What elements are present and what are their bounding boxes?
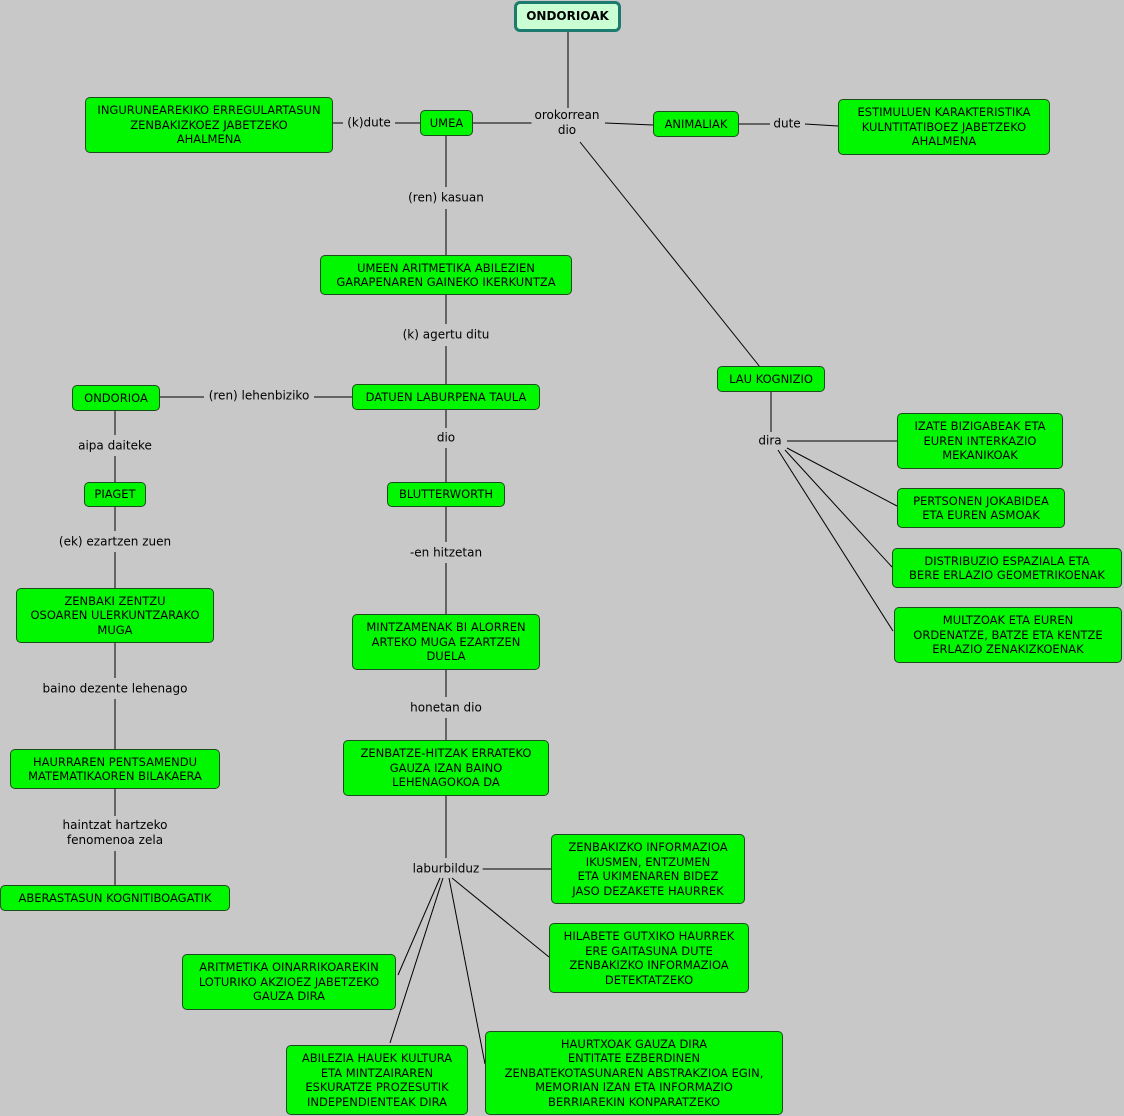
line-labur-haurtxoak: [448, 877, 486, 1065]
link-label-aipa-daiteke: aipa daiteke: [75, 438, 155, 454]
link-label-haintzat-hartzeko: haintzat hartzeko fenomenoa zela: [59, 818, 171, 848]
line-dira-multzoak: [777, 449, 894, 632]
node-distribuzio[interactable]: DISTRIBUZIO ESPAZIALA ETA BERE ERLAZIO G…: [892, 548, 1122, 588]
link-label-dio: dio: [433, 430, 459, 446]
node-haurraren-pentsamendu[interactable]: HAURRAREN PENTSAMENDU MATEMATIKAOREN BIL…: [10, 749, 220, 789]
node-blutterworth[interactable]: BLUTTERWORTH: [387, 482, 505, 507]
line-labur-aritm: [397, 877, 441, 976]
line-dira-pertsonen: [786, 447, 898, 507]
link-label-kdute: (k)dute: [344, 115, 394, 131]
line-dute-estimuluen: [804, 123, 839, 127]
node-lau-kognizio[interactable]: LAU KOGNIZIO: [717, 366, 825, 392]
node-abilezia-hauek[interactable]: ABILEZIA HAUEK KULTURA ETA MINTZAIRAREN …: [286, 1045, 468, 1115]
node-multzoak[interactable]: MULTZOAK ETA EUREN ORDENATZE, BATZE ETA …: [894, 607, 1122, 663]
node-piaget[interactable]: PIAGET: [84, 482, 146, 507]
node-haurtxoak[interactable]: HAURTXOAK GAUZA DIRA ENTITATE EZBERDINEN…: [485, 1031, 783, 1115]
line-labur-abilezia: [389, 877, 444, 1044]
link-label-en-hitzetan: -en hitzetan: [406, 545, 486, 561]
link-label-dira: dira: [755, 433, 785, 449]
node-izate-bizigabeak[interactable]: IZATE BIZIGABEAK ETA EUREN INTERKAZIO ME…: [897, 413, 1063, 469]
node-animaliak[interactable]: ANIMALIAK: [653, 111, 739, 137]
node-mintzamenak[interactable]: MINTZAMENAK BI ALORREN ARTEKO MUGA EZART…: [352, 614, 540, 670]
link-label-orokorrean-dio: orokorrean dio: [531, 108, 603, 138]
node-estimuluen[interactable]: ESTIMULUEN KARAKTERISTIKA KULNTITATIBOEZ…: [838, 99, 1050, 155]
link-label-honetan-dio: honetan dio: [407, 700, 485, 716]
line-hub-lau: [579, 141, 761, 368]
node-pertsonen[interactable]: PERTSONEN JOKABIDEA ETA EUREN ASMOAK: [897, 488, 1065, 528]
node-umeen-aritmetika[interactable]: UMEEN ARITMETIKA ABILEZIEN GARAPENAREN G…: [320, 255, 572, 295]
link-label-ren-lehenbiziko: (ren) lehenbiziko: [205, 388, 313, 404]
node-ondorioa[interactable]: ONDORIOA: [72, 385, 160, 411]
line-hub-animaliak: [604, 122, 654, 126]
link-label-baino-dezente: baino dezente lehenago: [39, 681, 191, 697]
node-hilabete-gutxiko[interactable]: HILABETE GUTXIKO HAURREK ERE GAITASUNA D…: [549, 923, 749, 993]
node-zenbakizko-informazioa[interactable]: ZENBAKIZKO INFORMAZIOA IKUSMEN, ENTZUMEN…: [551, 834, 745, 904]
link-label-ek-ezartzen-zuen: (ek) ezartzen zuen: [55, 534, 175, 550]
line-labur-hilabete: [451, 877, 550, 958]
node-umea[interactable]: UMEA: [420, 110, 473, 136]
link-label-laburbilduz: laburbilduz: [409, 861, 483, 877]
link-label-dute: dute: [770, 116, 804, 132]
node-datuen-laburpena[interactable]: DATUEN LABURPENA TAULA: [352, 384, 540, 410]
link-label-k-agertu-ditu: (k) agertu ditu: [399, 327, 493, 343]
node-zenbatze-hitzak[interactable]: ZENBATZE-HITZAK ERRATEKO GAUZA IZAN BAIN…: [343, 740, 549, 796]
node-aberastasun[interactable]: ABERASTASUN KOGNITIBOAGATIK: [0, 885, 230, 911]
node-zenbaki-zentzu[interactable]: ZENBAKI ZENTZU OSOAREN ULERKUNTZARAKO MU…: [16, 588, 214, 643]
node-aritmetika-oinarri[interactable]: ARITMETIKA OINARRIKOAREKIN LOTURIKO AKZI…: [182, 954, 396, 1010]
root-node-ondorioak[interactable]: ONDORIOAK: [514, 1, 621, 32]
line-dira-distrib: [784, 449, 893, 568]
node-ingurune[interactable]: INGURUNEAREKIKO ERREGULARTASUN ZENBAKIZK…: [85, 97, 333, 153]
link-label-ren-kasuan: (ren) kasuan: [405, 190, 487, 206]
